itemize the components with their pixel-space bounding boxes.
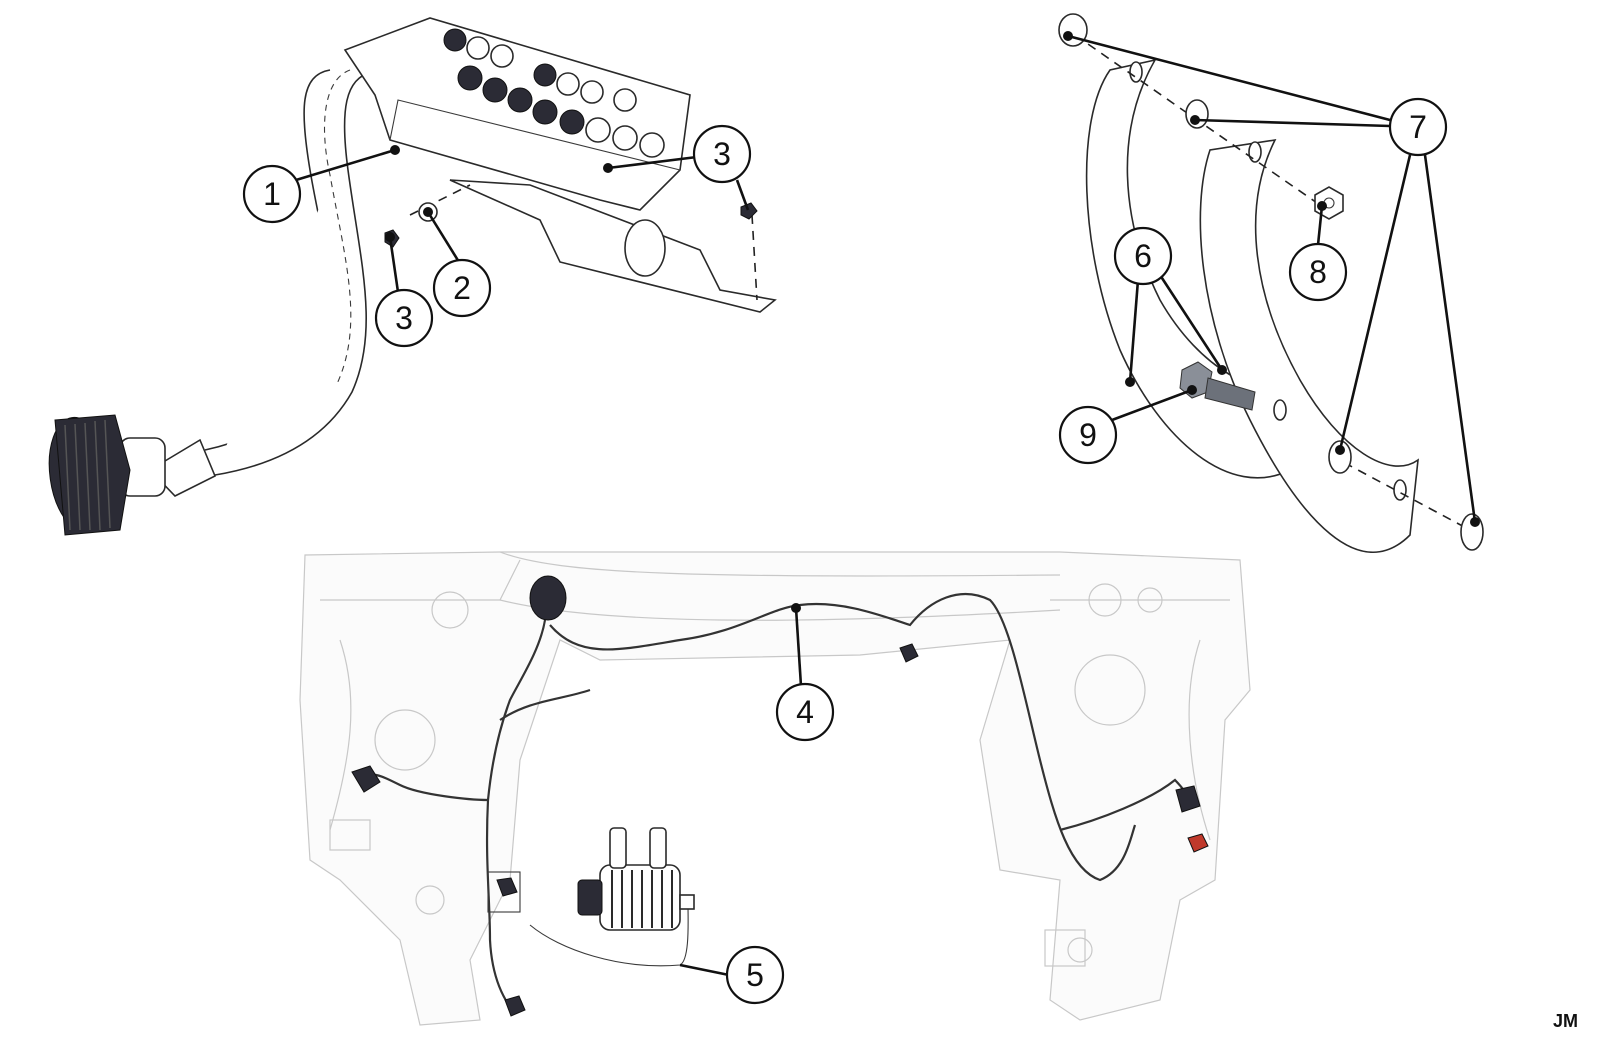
round-connector (48, 414, 217, 536)
svg-text:2: 2 (453, 270, 471, 306)
svg-text:1: 1 (263, 176, 281, 212)
alternator (577, 827, 695, 931)
callout-9: 9 (1058, 405, 1118, 465)
callout-3-left: 3 (374, 288, 434, 348)
nut-3-right (740, 202, 758, 220)
fuse-box-assembly (48, 17, 777, 536)
svg-text:7: 7 (1409, 109, 1427, 145)
callout-2: 2 (432, 258, 492, 318)
harness-connector-top (529, 575, 567, 621)
washer-7c (1328, 440, 1352, 474)
callout-8: 8 (1288, 242, 1348, 302)
callout-3-right: 3 (692, 124, 752, 184)
svg-text:5: 5 (746, 957, 764, 993)
strap-assembly (1058, 13, 1484, 554)
svg-text:3: 3 (395, 300, 413, 336)
svg-text:8: 8 (1309, 254, 1327, 290)
fuse-row (443, 28, 665, 158)
callout-5: 5 (725, 945, 785, 1005)
callout-7: 7 (1388, 97, 1448, 157)
svg-text:4: 4 (796, 694, 814, 730)
callout-6: 6 (1113, 226, 1173, 286)
corner-tag: JM (1552, 1011, 1578, 1031)
svg-text:9: 9 (1079, 417, 1097, 453)
svg-text:3: 3 (713, 136, 731, 172)
callout-4: 4 (775, 682, 835, 742)
svg-text:6: 6 (1134, 238, 1152, 274)
engine-harness (351, 575, 1209, 1017)
leader-lines (295, 31, 1480, 977)
chassis-frame (299, 551, 1251, 1026)
callout-1: 1 (242, 164, 302, 224)
